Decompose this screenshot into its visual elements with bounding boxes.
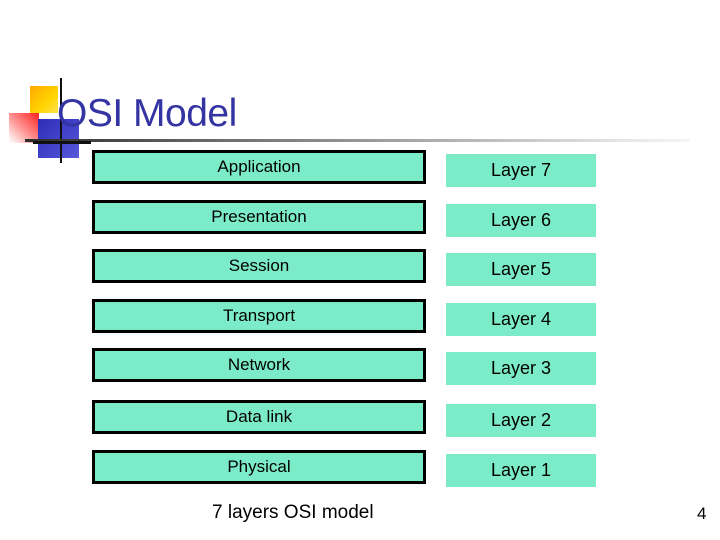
slide-title: OSI Model	[57, 92, 237, 135]
osi-layer-number-box: Layer 5	[446, 253, 596, 286]
osi-layer-name-box: Transport	[92, 299, 426, 333]
osi-row-data-link: Data link Layer 2	[0, 400, 720, 438]
osi-layer-number-box: Layer 3	[446, 352, 596, 385]
yellow-square-decoration	[30, 86, 58, 113]
osi-row-presentation: Presentation Layer 6	[0, 200, 720, 238]
osi-layer-name-box: Application	[92, 150, 426, 184]
osi-row-session: Session Layer 5	[0, 249, 720, 287]
osi-row-transport: Transport Layer 4	[0, 299, 720, 337]
osi-layer-number-box: Layer 6	[446, 204, 596, 237]
page-number: 4	[697, 504, 707, 523]
red-square-decoration	[9, 113, 39, 143]
osi-layer-name-box: Presentation	[92, 200, 426, 234]
osi-row-network: Network Layer 3	[0, 348, 720, 386]
osi-layer-number-box: Layer 1	[446, 454, 596, 487]
blue-square-decoration	[38, 119, 79, 158]
crosshair-vertical-line	[60, 78, 62, 163]
osi-layer-name-box: Physical	[92, 450, 426, 484]
osi-layer-number-box: Layer 2	[446, 404, 596, 437]
crosshair-horizontal-line	[33, 141, 91, 144]
osi-layer-number-box: Layer 4	[446, 303, 596, 336]
osi-layer-number-box: Layer 7	[446, 154, 596, 187]
osi-row-physical: Physical Layer 1	[0, 450, 720, 488]
osi-layer-name-box: Data link	[92, 400, 426, 434]
slide-caption: 7 layers OSI model	[212, 502, 374, 523]
osi-row-application: Application Layer 7	[0, 150, 720, 188]
osi-layer-name-box: Network	[92, 348, 426, 382]
osi-layer-name-box: Session	[92, 249, 426, 283]
title-underline-rule	[25, 139, 690, 142]
